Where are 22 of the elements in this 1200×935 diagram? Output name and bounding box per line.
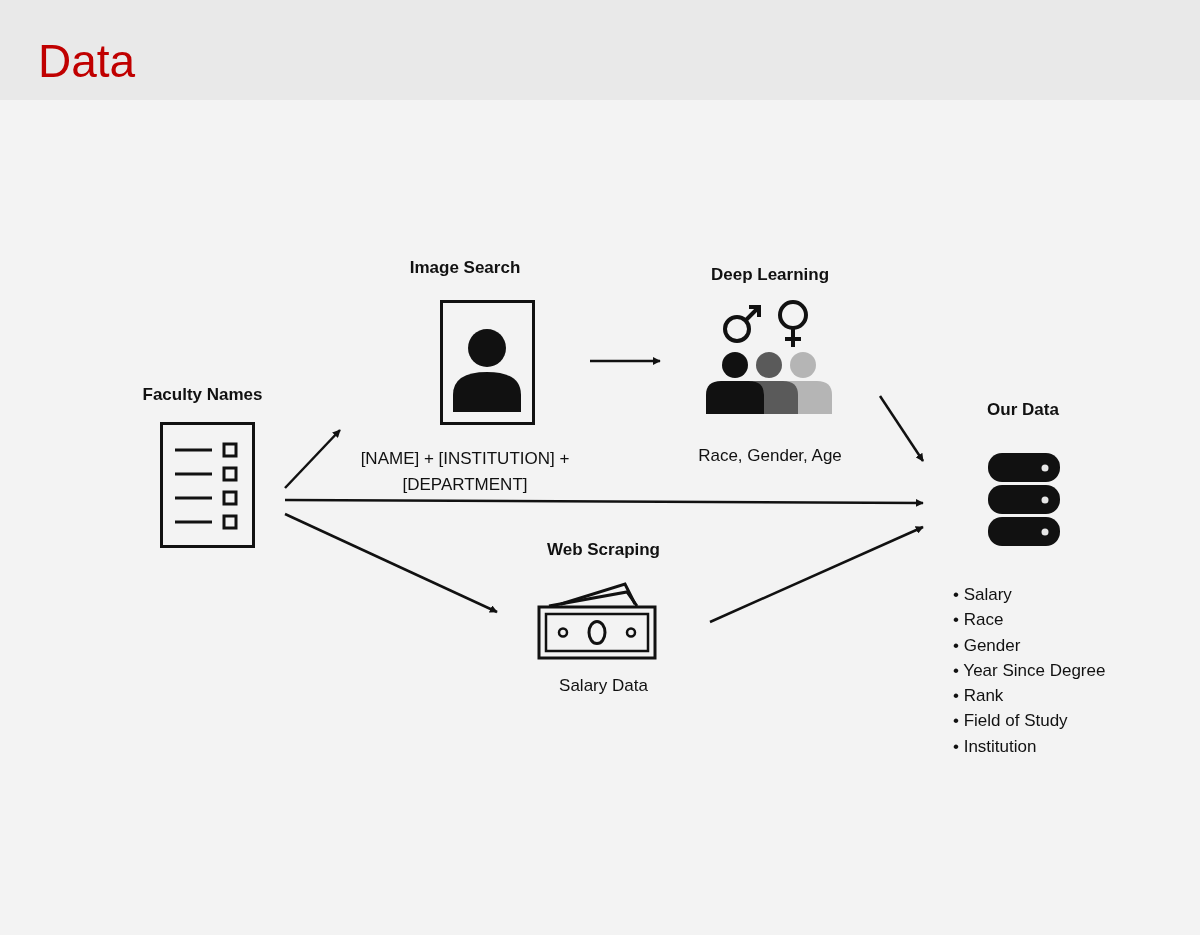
- list-item: • Gender: [953, 634, 1022, 657]
- arrow: [590, 357, 661, 365]
- node-heading: Faculty Names: [141, 385, 264, 405]
- arrow: [284, 429, 341, 489]
- node-caption: Race, Gender, Age: [697, 445, 843, 467]
- slide-title: Data: [38, 34, 136, 88]
- node-heading: Image Search: [408, 258, 522, 278]
- arrow: [878, 395, 925, 462]
- arrow: [285, 498, 924, 507]
- node-heading: Our Data: [986, 400, 1060, 420]
- list-item: • Institution: [953, 735, 1038, 758]
- list-item: • Year Since Degree: [953, 659, 1106, 682]
- node-caption: Salary Data: [558, 675, 649, 697]
- node-caption: [NAME] + [INSTITUTION] + [DEPARTMENT]: [359, 448, 571, 496]
- list-item: • Field of Study: [953, 710, 1069, 733]
- node-heading: Deep Learning: [709, 265, 831, 285]
- list-item: • Rank: [953, 685, 1005, 708]
- node-heading: Web Scraping: [545, 540, 661, 560]
- list-item: • Salary: [953, 584, 1013, 606]
- arrow: [284, 512, 498, 614]
- arrow: [709, 525, 924, 624]
- list-item: • Race: [953, 609, 1005, 632]
